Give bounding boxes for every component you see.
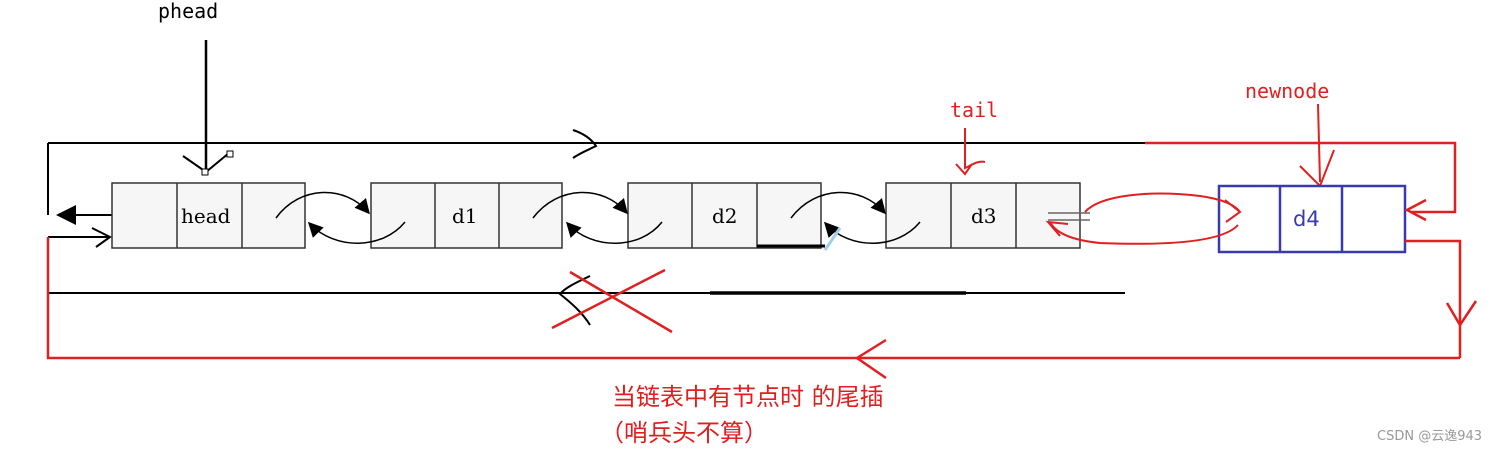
tail-pointer-arrow	[955, 128, 986, 176]
caption-line-1: 当链表中有节点时 的尾插	[612, 383, 884, 411]
node-d1-value: d1	[452, 204, 478, 228]
caption-line-2: （哨兵头不算）	[600, 419, 768, 447]
link-head-d1	[275, 191, 406, 244]
node-d3-value: d3	[971, 204, 997, 228]
newnode-pointer-arrow	[1299, 103, 1335, 188]
node-head-value: head	[181, 204, 231, 228]
cross-mark-2	[551, 268, 666, 330]
phead-handle-left	[201, 168, 209, 176]
red-top-line	[1145, 141, 1457, 214]
node-d2-value: d2	[712, 204, 738, 228]
link-d1-d2	[532, 191, 663, 244]
watermark: CSDN @云逸943	[1377, 429, 1482, 444]
link-d4-d3-back	[1045, 220, 1239, 245]
node-d2: d2	[627, 182, 822, 249]
bottom-line-arrow-mark	[558, 275, 591, 326]
node-d3: d3	[885, 182, 1081, 249]
red-right-arrowhead	[1445, 300, 1478, 328]
red-bottom-line	[46, 237, 1460, 360]
link-d3-d4-forward	[1084, 192, 1242, 223]
left-out-arrowhead	[91, 227, 112, 248]
red-bottom-arrowhead	[854, 338, 887, 380]
tail-label: tail	[950, 98, 998, 122]
node-d4-value: d4	[1293, 207, 1320, 231]
newnode-label: newnode	[1245, 79, 1329, 103]
top-line-arrow-mark	[572, 129, 598, 159]
faint-blue-stroke	[823, 227, 842, 251]
node-d1: d1	[370, 182, 563, 249]
red-top-arrowhead	[1404, 198, 1427, 222]
link-d2-d3	[790, 191, 921, 244]
phead-label: phead	[158, 0, 218, 23]
phead-handle-right	[226, 150, 234, 158]
node-head: head	[111, 182, 306, 249]
red-right-line	[1405, 239, 1462, 358]
node-d4-new: d4	[1217, 184, 1407, 254]
cross-mark-1	[569, 270, 673, 334]
